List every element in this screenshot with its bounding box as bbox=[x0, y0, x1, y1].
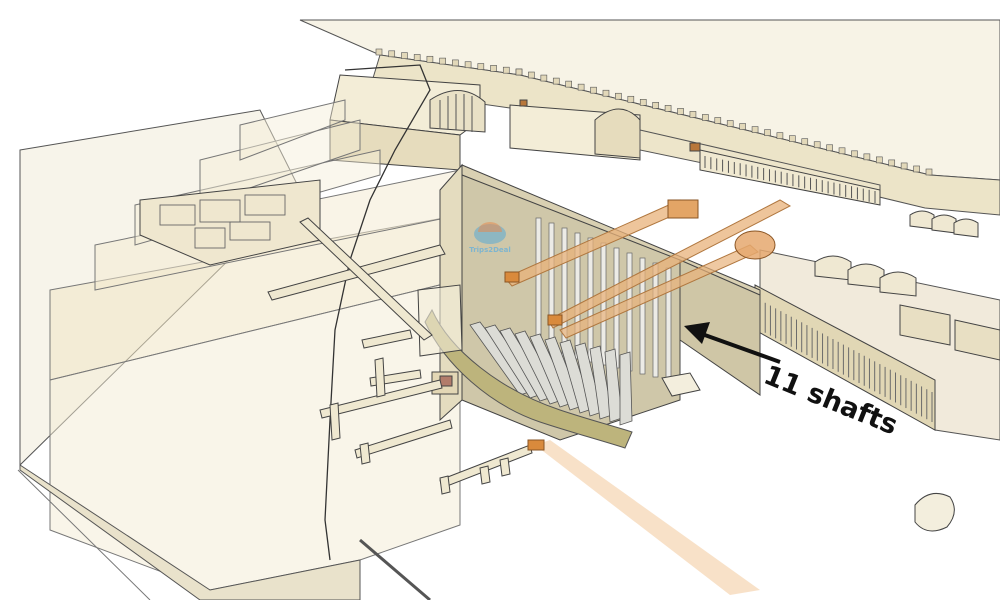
north-temple bbox=[329, 74, 881, 201]
gallery-tunnel bbox=[619, 351, 633, 426]
burial-shaft-box bbox=[417, 284, 463, 357]
shaft-mouth-2 bbox=[547, 314, 563, 326]
wall-crenel bbox=[577, 83, 585, 91]
wall-crenel bbox=[590, 86, 597, 94]
wall-crenel bbox=[401, 52, 408, 59]
pyramid-cutaway-outline bbox=[324, 64, 431, 561]
annotation-arrow-head bbox=[684, 322, 710, 344]
courtyard-vault bbox=[594, 108, 641, 159]
wall-crenel bbox=[801, 138, 809, 145]
west-tunnel-network bbox=[319, 329, 533, 495]
descending-corridor bbox=[424, 308, 633, 449]
wall-crenel bbox=[664, 105, 672, 112]
wall-crenel bbox=[751, 126, 759, 133]
shaft-mouth-1 bbox=[504, 271, 520, 283]
vertical-shaft bbox=[535, 217, 542, 351]
wall-crenel bbox=[863, 153, 871, 161]
wall-crenel bbox=[627, 95, 635, 103]
wall-crenel bbox=[826, 144, 833, 152]
wall-crenel bbox=[702, 114, 709, 121]
vertical-shaft bbox=[639, 257, 646, 375]
ground-line-bottom bbox=[359, 538, 431, 600]
wall-crenel bbox=[426, 55, 434, 63]
small-chapel bbox=[689, 142, 701, 152]
vertical-shaft bbox=[652, 262, 659, 378]
wall-crenel bbox=[714, 117, 722, 124]
wall-crenel bbox=[552, 77, 560, 85]
stone-fragment bbox=[914, 492, 955, 532]
wall-crenellations bbox=[375, 48, 933, 176]
ground-line-left bbox=[17, 469, 151, 600]
wall-crenel bbox=[439, 57, 446, 65]
diagonal-tunnel bbox=[299, 217, 433, 341]
wall-crenel bbox=[464, 61, 472, 69]
wall-crenel bbox=[739, 123, 746, 130]
shaft-mouth-3 bbox=[527, 439, 545, 451]
wall-crenel bbox=[900, 162, 908, 170]
wall-crenel bbox=[764, 129, 771, 136]
wall-crenel bbox=[639, 99, 647, 106]
wall-crenel bbox=[925, 168, 933, 176]
stone-block bbox=[661, 372, 701, 397]
wall-crenel bbox=[789, 135, 796, 142]
gallery-tunnels bbox=[469, 321, 633, 426]
pyramid-step-4 bbox=[199, 119, 361, 206]
wall-crenel bbox=[452, 59, 459, 67]
wall-crenel bbox=[776, 132, 784, 139]
colonnade-pillars bbox=[704, 156, 876, 203]
wall-crenel bbox=[413, 54, 421, 61]
colonnade-top bbox=[699, 149, 881, 206]
vertical-shaft bbox=[548, 222, 555, 354]
wall-crenel bbox=[615, 92, 622, 100]
south-temple-rooms bbox=[159, 194, 286, 249]
pyramid-bottom-edge bbox=[19, 464, 361, 600]
wall-crenel bbox=[888, 159, 896, 167]
wall-crenel bbox=[876, 156, 883, 164]
wall-crenel bbox=[515, 68, 523, 76]
shaft-dome bbox=[734, 230, 776, 260]
wall-crenel bbox=[838, 147, 846, 155]
chapel-row bbox=[814, 210, 979, 297]
ventilation-shafts bbox=[504, 199, 792, 595]
vertical-shaft bbox=[600, 242, 607, 366]
wall-crenel bbox=[913, 165, 920, 173]
wall-crenel bbox=[388, 50, 396, 58]
north-temple-columns bbox=[439, 94, 473, 132]
watermark-text: Trips2Deal bbox=[469, 246, 511, 254]
small-chapel-2 bbox=[519, 99, 528, 107]
wall-crenel bbox=[602, 89, 610, 97]
east-colonnade bbox=[699, 149, 1000, 441]
wall-crenel bbox=[540, 74, 548, 82]
watermark-logo: Trips2Deal bbox=[469, 222, 511, 254]
pavilion bbox=[899, 304, 951, 346]
wall-crenel bbox=[677, 108, 684, 115]
wall-crenel bbox=[528, 71, 535, 79]
wall-crenel bbox=[726, 120, 734, 127]
step-pyramid bbox=[19, 64, 461, 600]
wall-crenel bbox=[813, 141, 821, 149]
wall-crenel bbox=[652, 102, 659, 109]
wall-crenel bbox=[375, 48, 383, 56]
burial-chamber-granite bbox=[439, 375, 453, 387]
shaft-glow-beam bbox=[535, 440, 760, 595]
annotation-arrow-shaft bbox=[701, 332, 781, 364]
wall-crenel bbox=[477, 63, 485, 70]
wall-crenel bbox=[490, 65, 497, 72]
enclosure-wall bbox=[299, 19, 1000, 216]
wall-crenel bbox=[851, 150, 858, 158]
wall-crenel bbox=[689, 111, 697, 118]
watermark-sun-icon bbox=[478, 222, 502, 232]
pyramid-step-5 bbox=[239, 99, 346, 161]
north-temple-vault bbox=[429, 90, 486, 133]
underground-galleries bbox=[267, 217, 633, 495]
wall-crenel bbox=[502, 66, 510, 74]
shaft-portal bbox=[667, 199, 699, 219]
wall-crenel bbox=[565, 80, 572, 88]
pavilion-2 bbox=[954, 319, 1000, 361]
